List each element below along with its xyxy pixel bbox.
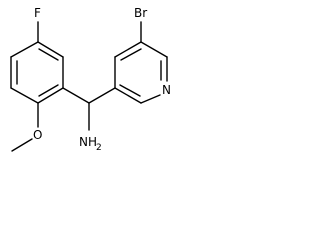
bond-p2-p1 [114, 41, 142, 58]
bonds-group [10, 21, 168, 152]
bond-c3-c4 [37, 87, 64, 104]
bond-o-methyl [11, 138, 33, 152]
atom-bromine: Br [134, 6, 147, 20]
bond-n-p4 [140, 94, 161, 104]
bond-p4-p3-inner [119, 84, 141, 97]
bond-ring-ch [62, 87, 90, 104]
bond-c4-c5 [10, 87, 39, 104]
atom-oxygen: O [33, 128, 42, 142]
bond-c3-c4-inner [38, 84, 59, 97]
bond-ch-pyridine [88, 87, 116, 104]
bond-c6-c1 [10, 41, 39, 58]
structure-canvas: F Br N O NH 2 [10, 6, 171, 153]
atom-nitrogen: N [162, 83, 171, 97]
bond-p2-p1-inner [120, 48, 142, 61]
bond-c1-c2-inner [38, 48, 59, 61]
bond-c1-c2 [37, 41, 64, 58]
molecule-diagram: F Br N O NH 2 [10, 6, 171, 153]
atom-amine-subscript: 2 [96, 143, 102, 153]
bond-p4-p3 [114, 87, 142, 104]
atom-fluorine: F [34, 6, 41, 20]
atom-amine: NH [79, 135, 97, 149]
bond-p1-p6 [140, 41, 168, 58]
atom-labels: F Br N O NH 2 [33, 6, 171, 153]
